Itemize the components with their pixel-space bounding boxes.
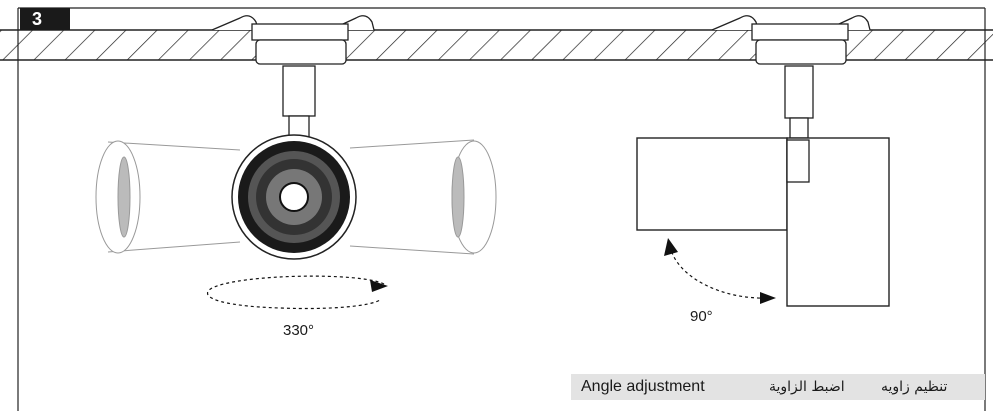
caption-bar: Angle adjustment اضبط الزاوية تنظيم زاوي… xyxy=(571,374,985,400)
panel-frame xyxy=(17,7,986,411)
caption-arabic-1: اضبط الزاوية xyxy=(769,379,845,395)
spotlight-front-view xyxy=(95,15,497,260)
rotation-arrow xyxy=(207,275,388,310)
tilt-arrow xyxy=(664,238,776,304)
rotation-angle-label: 330° xyxy=(283,322,315,339)
caption-english: Angle adjustment xyxy=(581,378,705,395)
caption-arabic-2: تنظيم زاويه xyxy=(881,379,948,395)
spotlight-side-view xyxy=(636,15,890,307)
tilt-angle-label: 90° xyxy=(690,308,713,325)
step-number-badge: 3 xyxy=(20,8,70,30)
